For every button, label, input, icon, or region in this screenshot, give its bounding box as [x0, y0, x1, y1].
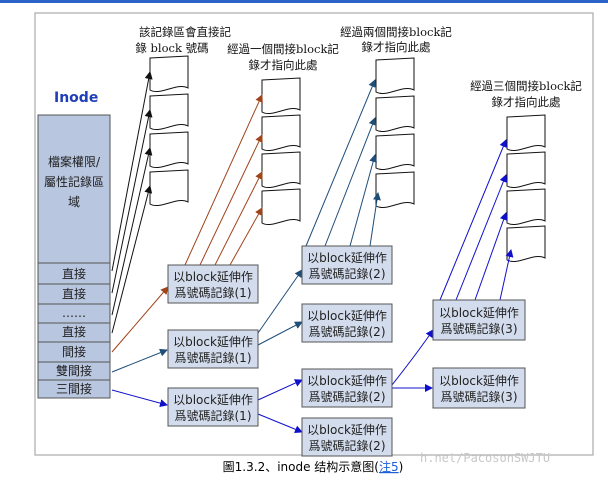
inode-title: Inode [54, 90, 98, 106]
arrow-triple-level1-to-level2 [257, 379, 303, 401]
arrow-triple-indirect [111, 389, 168, 408]
data-block-direct [149, 131, 189, 168]
data-blocks [149, 55, 546, 262]
double-label-line-2: 錄才指向此處 [362, 40, 431, 54]
direct-label-line-1: 該記錄區會直接記 [139, 25, 231, 39]
record-box-line-2: 爲號碼記錄(2) [309, 389, 386, 404]
arrow-triple-level1-to-level2 [257, 413, 303, 434]
record-box-line-1: 以block延伸作 [307, 251, 387, 265]
data-block-triple [506, 151, 546, 188]
inode-meta-area [37, 114, 111, 264]
record-box-line-1: 以block延伸作 [307, 423, 387, 437]
arrow-single-indirect [111, 286, 169, 353]
inode-slot-label: 直接 [62, 266, 86, 281]
record-box-triple-level3a [432, 299, 526, 341]
triple-label-line-2: 錄才指向此處 [492, 95, 561, 109]
record-box-double-level2a [301, 245, 393, 285]
record-box-line-2: 爲號碼記錄(2) [309, 324, 386, 339]
double-label-line-1: 經過兩個間接block記 [340, 25, 452, 39]
data-block-triple [506, 114, 546, 151]
caption-main: 圖1.3.2、inode 结构示意图( [223, 459, 379, 474]
data-block-single [261, 114, 301, 151]
arrow-double-indirect [111, 348, 168, 373]
record-box-line-1: 以block延伸作 [173, 270, 253, 284]
record-box-line-2: 爲號碼記錄(1) [175, 408, 252, 423]
arrow-double-to-block [305, 79, 377, 247]
caption-close: ) [399, 460, 404, 474]
data-block-double [375, 57, 415, 94]
arrow-direct [111, 109, 153, 294]
arrow-triple-to-block [439, 139, 508, 301]
pointer-arrows [111, 71, 514, 434]
record-box-double-level1 [167, 329, 259, 369]
arrow-single-to-block [184, 94, 263, 266]
arrow-double-to-block [324, 117, 377, 247]
triple-label-line-1: 經過三個間接block記 [470, 79, 582, 93]
record-box-triple-level2a [301, 368, 393, 408]
single-label-line-1: 經過一個間接block記 [227, 42, 339, 56]
data-block-double [375, 133, 415, 170]
arrow-single-to-block [214, 171, 263, 266]
record-box-line-2: 爲號碼記錄(3) [441, 321, 518, 336]
watermark: h.net/PacosonSWJTU [420, 451, 550, 465]
record-box-triple-level3b [432, 367, 526, 409]
single-label-line-2: 錄才指向此處 [249, 58, 318, 72]
data-block-single [261, 77, 301, 114]
data-block-double [375, 171, 415, 208]
record-box-line-1: 以block延伸作 [173, 393, 253, 407]
arrow-direct [111, 71, 153, 272]
inode-meta-line-1: 檔案權限/ [48, 154, 101, 169]
inode-slot-label: 直接 [62, 286, 86, 301]
arrow-double-to-block [369, 192, 381, 247]
record-box-line-2: 爲號碼記錄(2) [309, 266, 386, 281]
record-box-line-2: 爲號碼記錄(1) [175, 350, 252, 365]
data-block-single [261, 188, 301, 225]
arrow-direct [111, 147, 153, 316]
arrow-triple-level2-to-level3 [391, 329, 434, 386]
inode-slot-label: 雙間接 [56, 363, 92, 378]
record-box-triple-level2b [301, 417, 393, 457]
inode-slot-triple-indirect [37, 379, 111, 399]
record-box-single-level1 [167, 264, 259, 304]
data-block-direct [149, 169, 189, 206]
record-box-line-2: 爲號碼記錄(1) [175, 285, 252, 300]
arrow-double-level1-to-level2 [257, 269, 303, 334]
arrow-single-to-block [229, 207, 263, 266]
arrow-single-to-block [199, 134, 263, 266]
record-box-double-level2b [301, 303, 393, 343]
record-box-line-1: 以block延伸作 [173, 335, 253, 349]
record-box-line-1: 以block延伸作 [307, 309, 387, 323]
direct-label-line-2: 錄 block 號碼 [135, 41, 208, 55]
data-block-triple [506, 225, 546, 262]
data-block-single [261, 151, 301, 188]
record-box-line-1: 以block延伸作 [307, 374, 387, 388]
arrow-double-level1-to-level2 [257, 321, 303, 346]
arrow-triple-to-block [474, 212, 508, 301]
arrow-triple-to-block [455, 174, 508, 301]
record-box-line-1: 以block延伸作 [439, 374, 519, 388]
inode-slot-label: 三間接 [56, 381, 92, 396]
inode-slot-label: 直接 [62, 324, 86, 339]
record-box-line-2: 爲號碼記錄(2) [309, 438, 386, 453]
inode-meta-line-3: 域 [68, 195, 80, 209]
caption-note-link[interactable]: 注5 [379, 459, 399, 474]
arrow-triple-to-block [499, 249, 514, 301]
data-block-triple [506, 188, 546, 225]
arrow-double-to-block [349, 154, 378, 247]
top-strip [0, 0, 608, 3]
data-block-direct [149, 55, 189, 92]
inode-slot-label: …… [62, 306, 86, 320]
inode-slot-label: 間接 [62, 344, 86, 359]
data-block-double [375, 95, 415, 132]
record-box-triple-level1 [167, 387, 259, 427]
arrow-direct [111, 185, 153, 334]
record-box-line-1: 以block延伸作 [439, 306, 519, 320]
data-block-direct [149, 93, 189, 130]
record-box-line-2: 爲號碼記錄(3) [441, 389, 518, 404]
inode-meta-line-2: 屬性記錄區 [44, 174, 104, 189]
figure-caption: 圖1.3.2、inode 结构示意图(注5) [223, 459, 404, 474]
